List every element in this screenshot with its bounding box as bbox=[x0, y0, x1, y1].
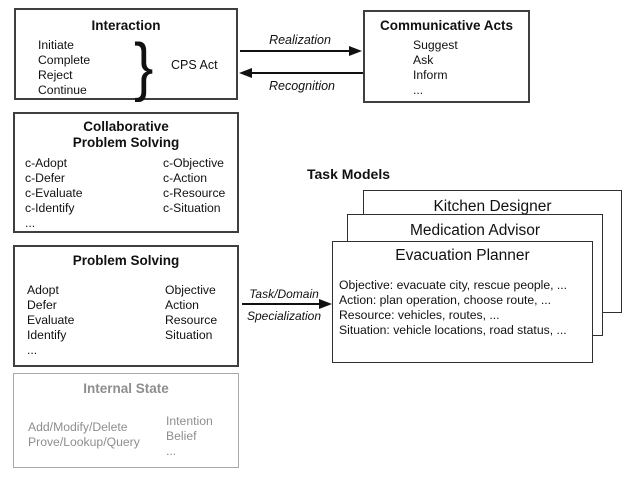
problem-solving-item: Defer bbox=[27, 298, 57, 312]
cps-item: c-Defer bbox=[25, 171, 65, 185]
task-models-label: Task Models bbox=[307, 166, 390, 182]
cps-item: ... bbox=[25, 216, 36, 230]
cps-title-line2: Problem Solving bbox=[72, 135, 180, 150]
evacuation-planner-line: Situation: vehicle locations, road statu… bbox=[339, 323, 567, 337]
problem-solving-right-items: Objective Action Resource Situation bbox=[165, 283, 217, 343]
interaction-title: Interaction bbox=[91, 18, 161, 33]
internal-state-left-items: Add/Modify/Delete Prove/Lookup/Query bbox=[28, 420, 140, 450]
cps-item: c-Identify bbox=[25, 201, 75, 215]
specialization-label-top: Task/Domain bbox=[249, 287, 319, 301]
interaction-item: Reject bbox=[38, 68, 73, 82]
evacuation-planner-box: Evacuation Planner Objective: evacuate c… bbox=[332, 241, 593, 363]
evacuation-planner-details: Objective: evacuate city, rescue people,… bbox=[339, 278, 567, 338]
problem-solving-item: Objective bbox=[165, 283, 216, 297]
problem-solving-box: Problem Solving Adopt Defer Evaluate Ide… bbox=[13, 245, 239, 367]
communicative-acts-title: Communicative Acts bbox=[379, 18, 514, 33]
problem-solving-item: Action bbox=[165, 298, 199, 312]
interaction-item: Complete bbox=[38, 53, 91, 67]
communicative-act-item: Suggest bbox=[413, 38, 458, 52]
communicative-act-item: Inform bbox=[413, 68, 448, 82]
internal-state-item: Belief bbox=[166, 429, 197, 443]
recognition-arrowhead-icon bbox=[239, 67, 252, 78]
internal-state-item: Add/Modify/Delete bbox=[28, 420, 128, 434]
cps-item: c-Adopt bbox=[25, 156, 68, 170]
internal-state-right-items: Intention Belief ... bbox=[166, 414, 213, 459]
internal-state-item: Prove/Lookup/Query bbox=[28, 435, 140, 449]
internal-state-title: Internal State bbox=[83, 381, 169, 396]
cps-item: c-Situation bbox=[163, 201, 221, 215]
realization-arrow-line bbox=[240, 50, 352, 52]
evacuation-planner-line: Action: plan operation, choose route, ..… bbox=[339, 293, 552, 307]
evacuation-planner-line: Resource: vehicles, routes, ... bbox=[339, 308, 500, 322]
recognition-label: Recognition bbox=[268, 79, 335, 93]
brace-glyph: } bbox=[134, 30, 154, 103]
problem-solving-left-items: Adopt Defer Evaluate Identify ... bbox=[27, 283, 74, 358]
cps-item: c-Evaluate bbox=[25, 186, 83, 200]
interaction-item: Initiate bbox=[38, 38, 74, 52]
problem-solving-item: Identify bbox=[27, 328, 67, 342]
communicative-acts-items: Suggest Ask Inform ... bbox=[413, 38, 458, 98]
interaction-items: Initiate Complete Reject Continue bbox=[38, 38, 90, 98]
cps-item: c-Action bbox=[163, 171, 208, 185]
problem-solving-title: Problem Solving bbox=[72, 253, 180, 268]
cps-left-items: c-Adopt c-Defer c-Evaluate c-Identify ..… bbox=[25, 156, 83, 231]
internal-state-item: ... bbox=[166, 444, 177, 458]
internal-state-box: Internal State Add/Modify/Delete Prove/L… bbox=[13, 373, 239, 468]
evacuation-planner-title: Evacuation Planner bbox=[395, 247, 530, 264]
specialization-label-bottom: Specialization bbox=[246, 309, 322, 323]
problem-solving-item: Adopt bbox=[27, 283, 59, 297]
interaction-box: Interaction Initiate Complete Reject Con… bbox=[14, 8, 238, 100]
collaborative-problem-solving-box: Collaborative Problem Solving c-Adopt c-… bbox=[13, 112, 239, 233]
specialization-arrowhead-icon bbox=[319, 298, 332, 309]
problem-solving-item: ... bbox=[27, 343, 38, 357]
cps-item: c-Resource bbox=[163, 186, 226, 200]
cps-item: c-Objective bbox=[163, 156, 224, 170]
communicative-act-item: Ask bbox=[413, 53, 434, 67]
problem-solving-item: Situation bbox=[165, 328, 213, 342]
problem-solving-item: Evaluate bbox=[27, 313, 75, 327]
realization-arrowhead-icon bbox=[349, 45, 362, 56]
medication-advisor-title: Medication Advisor bbox=[409, 222, 541, 239]
specialization-arrow-line bbox=[242, 303, 322, 305]
evacuation-planner-line: Objective: evacuate city, rescue people,… bbox=[339, 278, 568, 292]
cps-title-line1: Collaborative bbox=[83, 119, 169, 134]
recognition-arrow-line bbox=[250, 72, 363, 74]
communicative-act-item: ... bbox=[413, 83, 424, 97]
communicative-acts-box: Communicative Acts Suggest Ask Inform ..… bbox=[363, 10, 530, 103]
realization-label: Realization bbox=[269, 33, 331, 47]
cps-act-label: CPS Act bbox=[171, 58, 218, 72]
cps-right-items: c-Objective c-Action c-Resource c-Situat… bbox=[163, 156, 225, 216]
internal-state-item: Intention bbox=[166, 414, 213, 428]
problem-solving-item: Resource bbox=[165, 313, 218, 327]
kitchen-designer-title: Kitchen Designer bbox=[433, 198, 552, 215]
interaction-item: Continue bbox=[38, 83, 87, 97]
